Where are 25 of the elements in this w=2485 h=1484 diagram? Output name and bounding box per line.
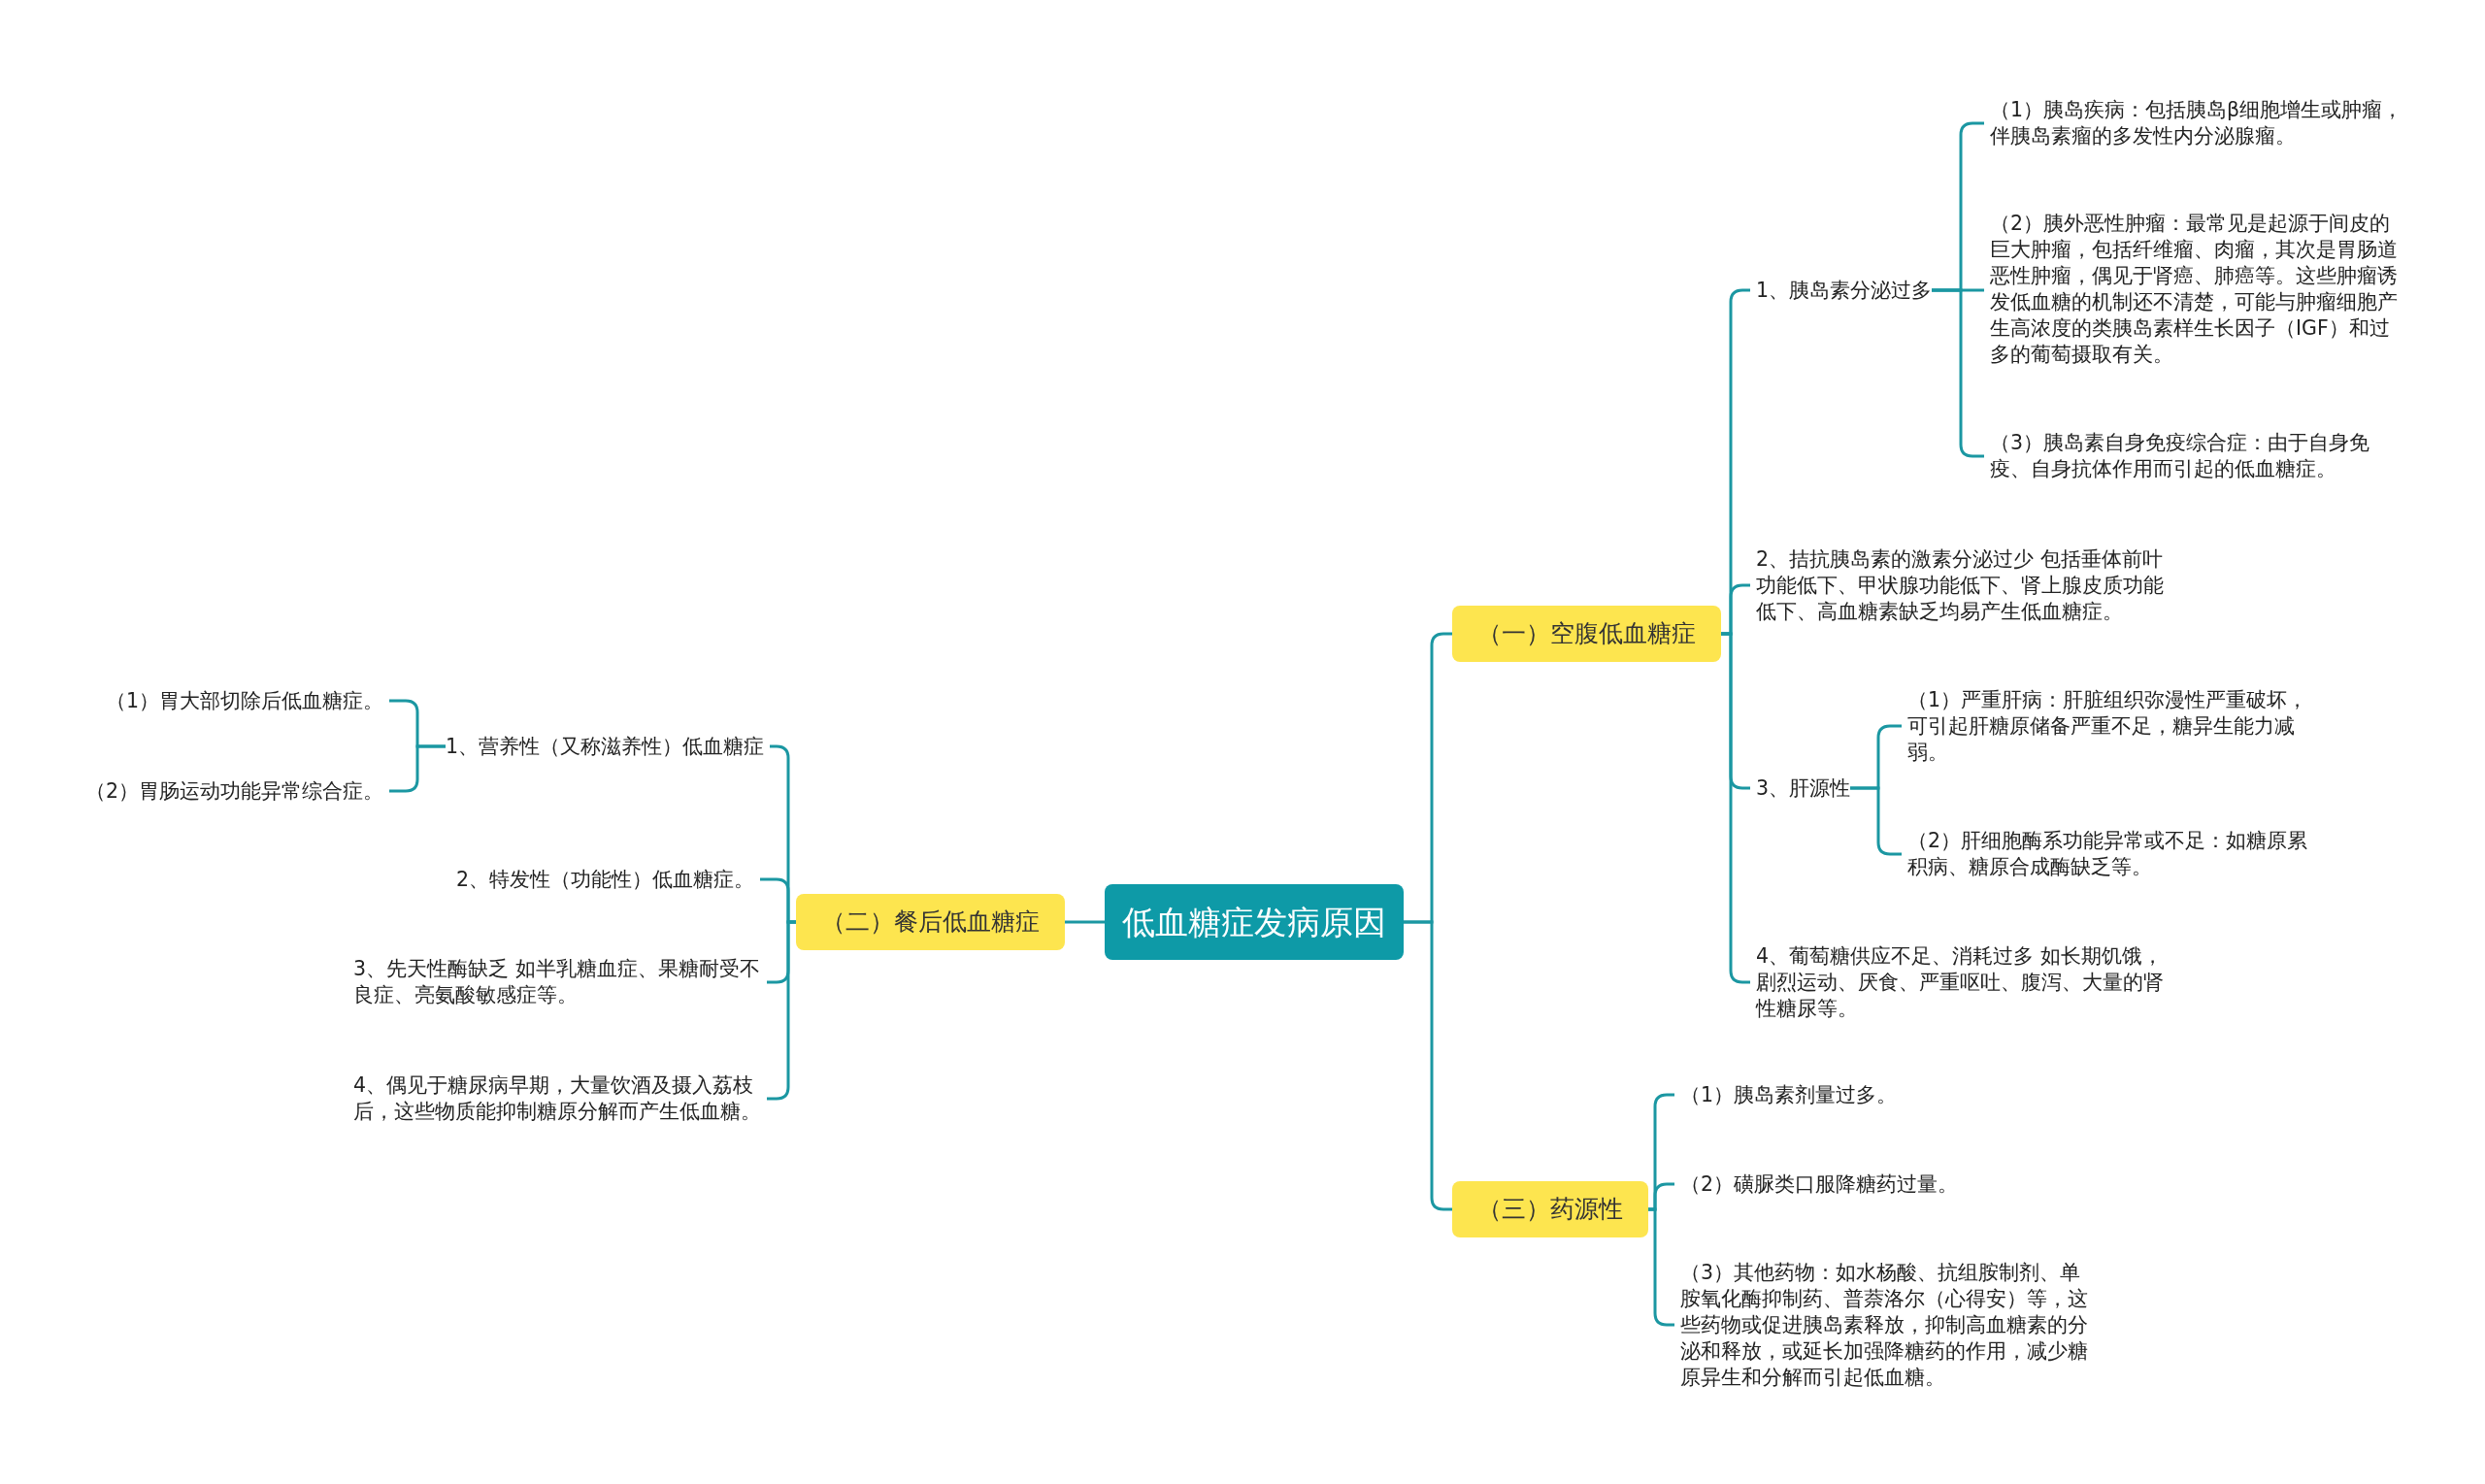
branch-text: 3、肝源性 — [1756, 775, 1851, 802]
branch-text: （1）胰岛疾病：包括胰岛β细胞增生或肿瘤，伴胰岛素瘤的多发性内分泌腺瘤。 — [1990, 97, 2407, 149]
topic-box: （三）药源性 — [1452, 1181, 1648, 1237]
connector-line — [1065, 920, 1105, 924]
topic-box: （二）餐后低血糖症 — [796, 894, 1065, 950]
branch-text: （1）胰岛素剂量过多。 — [1680, 1081, 1898, 1108]
branch-text: （1）胃大部切除后低血糖症。 — [105, 687, 383, 714]
central-topic-box: 低血糖症发病原因 — [1105, 884, 1404, 960]
connector-line — [1404, 920, 1452, 1211]
branch-text: 2、拮抗胰岛素的激素分泌过少 包括垂体前叶功能低下、甲状腺功能低下、肾上腺皮质功能低下、高血糖素缺乏均易产生低血糖症。 — [1756, 545, 2175, 625]
branch-text: （2）肝细胞酶系功能异常或不足：如糖原累积病、糖原合成酶缺乏等。 — [1907, 828, 2325, 880]
branch-text: 2、特发性（功能性）低血糖症。 — [455, 866, 754, 893]
branch-text: 3、先天性酶缺乏 如半乳糖血症、果糖耐受不良症、亮氨酸敏感症等。 — [353, 956, 761, 1008]
branch-text: 1、胰岛素分泌过多 — [1756, 277, 1933, 304]
branch-text: 4、偶见于糖尿病早期，大量饮酒及摄入荔枝后，这些物质能抑制糖原分解而产生低血糖。 — [353, 1072, 761, 1125]
branch-text: （2）胃肠运动功能异常综合症。 — [84, 777, 383, 805]
branch-text: （2）胰外恶性肿瘤：最常见是起源于间皮的巨大肿瘤，包括纤维瘤、肉瘤，其次是胃肠道恶性肿瘤，偶见于肾癌、肺癌等。这些肿瘤诱发低血糖的机制还不清楚，可能与肿瘤细胞产生高浓度的类胰岛素样生长因子（IGF）和过多的葡萄摄取有关。 — [1990, 211, 2407, 368]
branch-text: （1）严重肝病：肝脏组织弥漫性严重破坏，可引起肝糖原储备严重不足，糖异生能力减弱。 — [1907, 686, 2325, 766]
branch-text: 4、葡萄糖供应不足、消耗过多 如长期饥饿，剧烈运动、厌食、严重呕吐、腹泻、大量的肾性糖尿等。 — [1756, 942, 2175, 1022]
branch-text: （2）磺脲类口服降糖药过量。 — [1680, 1171, 1959, 1198]
branch-text: （3）胰岛素自身免疫综合症：由于自身免疫、自身抗体作用而引起的低血糖症。 — [1990, 430, 2407, 482]
branch-text: 1、营养性（又称滋养性）低血糖症 — [445, 733, 764, 760]
branch-text: （3）其他药物：如水杨酸、抗组胺制剂、单胺氧化酶抑制药、普萘洛尔（心得安）等，这些药物或促进胰岛素释放，抑制高血糖素的分泌和释放，或延长加强降糖药的作用，减少糖原异生和分解而引起低血糖。 — [1680, 1259, 2100, 1391]
topic-box: （一）空腹低血糖症 — [1452, 606, 1721, 662]
connector-line — [389, 744, 446, 793]
